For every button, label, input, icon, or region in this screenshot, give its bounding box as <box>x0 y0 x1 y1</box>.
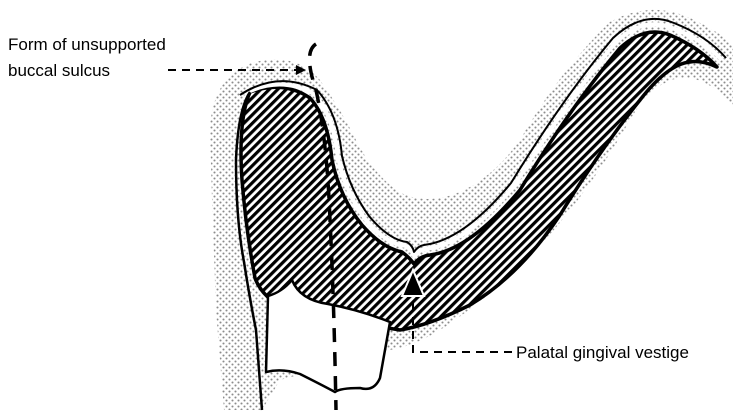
buccal-sulcus-label-line2: buccal sulcus <box>8 61 110 80</box>
palatal-vestige-label: Palatal gingival vestige <box>516 343 689 362</box>
buccal-sulcus-label-line1: Form of unsupported <box>8 35 166 54</box>
